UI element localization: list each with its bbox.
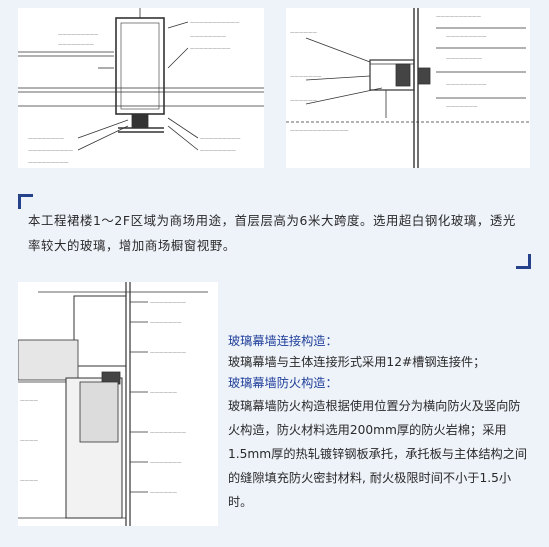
svg-text:———————: ———————	[290, 75, 322, 80]
svg-text:—————————: —————————	[190, 47, 231, 52]
construction-info: 玻璃幕墙连接构造： 玻璃幕墙与主体连接形式采用12#槽钢连接件； 玻璃幕墙防火构…	[228, 331, 528, 514]
quote-corner-bottom-right	[516, 254, 531, 269]
svg-text:————————: ————————	[200, 149, 237, 154]
detail-drawing-bottom-left: ———————— ——————— ———————— —————— ———————…	[18, 282, 218, 526]
svg-text:——————: ——————	[290, 99, 318, 104]
heading-connection: 玻璃幕墙连接构造：	[228, 334, 338, 348]
svg-text:——————: ——————	[150, 391, 178, 396]
svg-text:—————————————: —————————————	[290, 129, 349, 134]
svg-text:———————: ———————	[150, 461, 182, 466]
heading-fireproof: 玻璃幕墙防火构造：	[228, 376, 338, 390]
body-fireproof: 玻璃幕墙防火构造根据使用位置分为横向防火及竖向防火构造，防火材料选用200mm厚…	[228, 399, 528, 509]
svg-text:————————: ————————	[190, 35, 227, 40]
svg-text:————————: ————————	[150, 351, 187, 356]
svg-text:————: ————	[20, 479, 39, 484]
body-connection: 玻璃幕墙与主体连接形式采用12#槽钢连接件；	[228, 355, 486, 369]
svg-text:————————: ————————	[446, 57, 483, 62]
svg-text:————————: ————————	[28, 137, 65, 142]
svg-text:———————: ———————	[446, 105, 478, 110]
quote-corner-top-left	[18, 194, 33, 209]
detail-drawing-top-right: —————————— ————————— ———————— ————————— …	[286, 8, 530, 168]
detail-drawing-top-left: ————————— ———————— ——————————— ———————— …	[18, 8, 264, 168]
intro-note-box	[18, 194, 531, 268]
svg-text:———————: ———————	[150, 321, 182, 326]
svg-text:———————————: ———————————	[190, 21, 240, 26]
svg-text:——————————: ——————————	[436, 15, 482, 20]
svg-text:—————————: —————————	[446, 35, 487, 40]
svg-text:————: ————	[20, 439, 39, 444]
svg-text:—————————: —————————	[446, 83, 487, 88]
svg-text:—————————: —————————	[200, 137, 241, 142]
svg-text:——————: ——————	[290, 31, 318, 36]
svg-text:——————————: ——————————	[28, 149, 74, 154]
svg-text:————————: ————————	[150, 301, 187, 306]
svg-text:——————: ——————	[150, 491, 178, 496]
intro-text: 本工程裙楼1～2F区域为商场用途，首层层高为6米大跨度。选用超白钢化玻璃，透光率…	[28, 213, 516, 253]
svg-text:————————: ————————	[58, 43, 95, 48]
svg-text:—————————: —————————	[28, 161, 69, 166]
svg-text:—————————: —————————	[58, 33, 99, 38]
svg-text:————: ————	[20, 399, 39, 404]
svg-text:————————: ————————	[150, 431, 187, 436]
